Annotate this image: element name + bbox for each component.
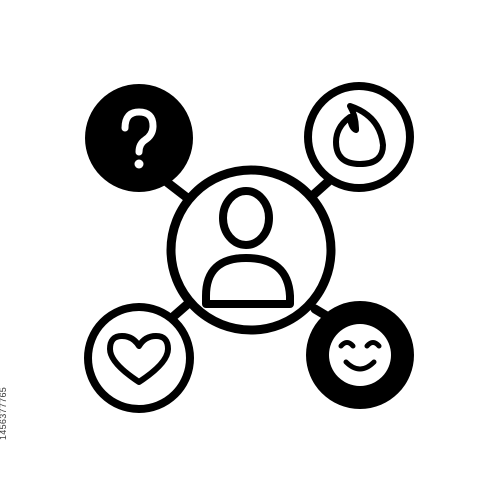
question-node — [85, 84, 193, 192]
smiley-face-icon — [329, 324, 391, 386]
question-mark-icon — [121, 108, 157, 169]
flame-icon — [333, 103, 386, 167]
smiley-node — [306, 301, 414, 409]
stock-id-text: 1456377765 — [0, 386, 8, 440]
heart-node — [84, 303, 194, 413]
person-icon — [202, 187, 294, 308]
flame-node — [304, 82, 414, 192]
center-person-node — [166, 165, 336, 335]
heart-icon — [107, 333, 171, 385]
